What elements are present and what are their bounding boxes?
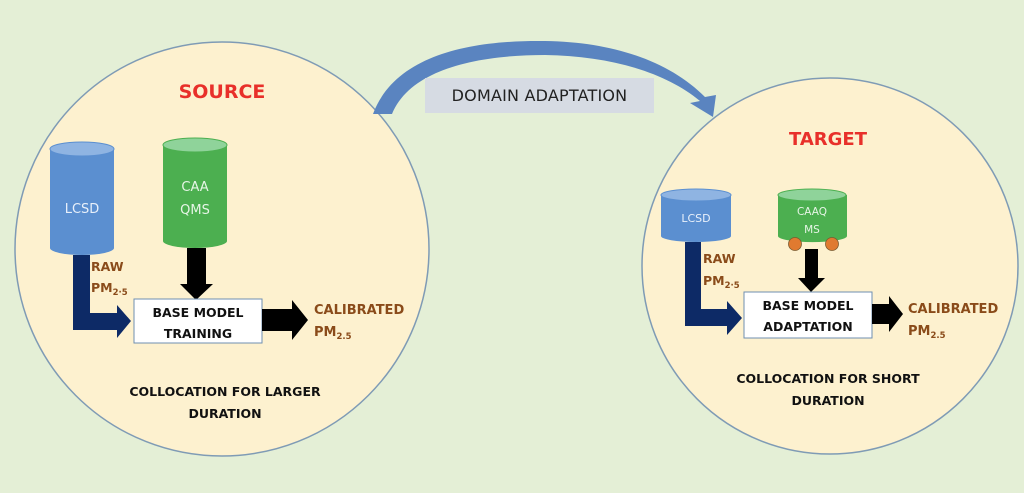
target-box-line1: BASE MODEL <box>762 298 853 313</box>
source-calibrated-label: CALIBRATED <box>314 303 404 318</box>
source-caaqms-cylinder <box>162 137 228 248</box>
source-lcsd-label: LCSD <box>65 202 100 217</box>
domain-adaptation-label: DOMAIN ADAPTATION <box>425 78 654 113</box>
source-caption-line2: DURATION <box>188 406 261 421</box>
source-calibrated-pm-label: PM2.5 <box>314 325 352 342</box>
target-raw-label: RAW <box>703 251 736 266</box>
source-caption-line1: COLLOCATION FOR LARGER <box>129 384 321 399</box>
source-caaqms-label-line1: CAA <box>181 180 208 195</box>
source-title: SOURCE <box>179 81 266 103</box>
target-calibrated-pm-label: PM2.5 <box>908 324 946 341</box>
target-caption-line1: COLLOCATION FOR SHORT <box>736 371 920 386</box>
source-box-line2: TRAINING <box>164 326 232 341</box>
target-caaqms-cylinder <box>777 188 847 243</box>
target-caaqms-label-line1: CAAQ <box>797 206 827 218</box>
target-calibrated-label: CALIBRATED <box>908 302 998 317</box>
target-caaqms-label-line2: MS <box>804 224 820 236</box>
target-raw-data-arrow <box>685 242 742 335</box>
target-caaqms-wheel-left <box>788 237 802 251</box>
source-lcsd-cylinder <box>49 141 115 255</box>
source-raw-data-arrow <box>73 255 131 338</box>
target-reference-data-arrow <box>798 249 825 292</box>
source-box-line1: BASE MODEL <box>152 305 243 320</box>
source-reference-data-arrow <box>180 248 213 300</box>
target-title: TARGET <box>789 129 868 150</box>
target-output-arrow <box>872 296 903 332</box>
target-caaqms-wheel-right <box>825 237 839 251</box>
source-raw-pm-label: PM2·5 <box>91 280 128 298</box>
target-caption-line2: DURATION <box>791 393 864 408</box>
target-lcsd-label: LCSD <box>681 212 710 225</box>
target-box-line2: ADAPTATION <box>763 319 852 334</box>
target-raw-pm-label: PM2·5 <box>703 273 740 291</box>
source-output-arrow <box>262 300 308 340</box>
source-caaqms-label-line2: QMS <box>180 203 210 218</box>
target-lcsd-cylinder <box>660 188 732 242</box>
source-base-model-box <box>133 298 263 344</box>
source-domain-circle <box>14 41 430 457</box>
source-raw-label: RAW <box>91 259 124 274</box>
domain-adaptation-arrow <box>373 40 716 117</box>
target-domain-circle <box>641 77 1019 455</box>
